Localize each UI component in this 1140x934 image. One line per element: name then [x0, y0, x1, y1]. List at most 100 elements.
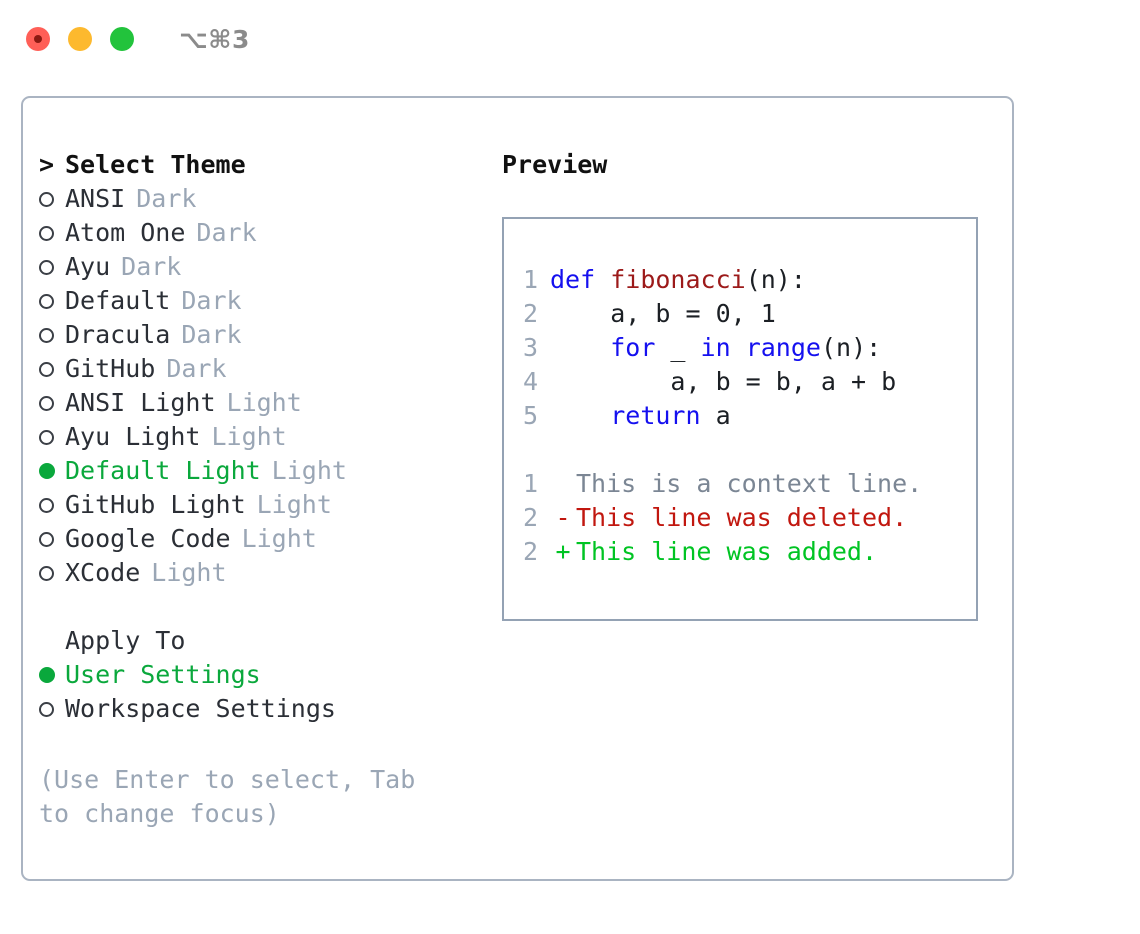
radio-unselected-icon[interactable] — [39, 531, 65, 547]
radio-mark — [39, 361, 54, 377]
theme-variant-tag: Dark — [196, 218, 257, 247]
diff-sign: - — [555, 503, 571, 532]
code-token: return — [610, 401, 701, 430]
code-token: a, b = 0, 1 — [550, 299, 776, 328]
theme-name: Atom One — [65, 218, 186, 247]
radio-unselected-icon[interactable] — [39, 701, 65, 717]
apply-to-heading-label: Apply To — [65, 626, 186, 655]
radio-selected-icon[interactable] — [39, 667, 65, 683]
diff-sample: 1 This is a context line.2-This line was… — [504, 467, 976, 569]
theme-name: ANSI — [65, 184, 126, 213]
theme-list-item[interactable]: Default Light Light — [39, 454, 479, 488]
radio-unselected-icon[interactable] — [39, 259, 65, 275]
radio-selected-icon[interactable] — [39, 463, 65, 479]
theme-name: Dracula — [65, 320, 171, 349]
theme-variant-tag: Light — [271, 456, 347, 485]
radio-mark — [39, 259, 54, 275]
theme-name: GitHub — [65, 354, 156, 383]
radio-unselected-icon[interactable] — [39, 429, 65, 445]
code-token: _ — [655, 333, 701, 362]
radio-mark — [39, 531, 54, 547]
radio-unselected-icon[interactable] — [39, 191, 65, 207]
radio-unselected-icon[interactable] — [39, 225, 65, 241]
theme-variant-tag: Dark — [121, 252, 182, 281]
line-number: 2 — [522, 299, 538, 328]
radio-unselected-icon[interactable] — [39, 395, 65, 411]
radio-mark — [39, 429, 54, 445]
theme-name: XCode — [65, 558, 141, 587]
apply-to-item[interactable]: Workspace Settings — [39, 692, 479, 726]
caret-icon: > — [39, 150, 55, 179]
diff-line: 2+This line was added. — [504, 535, 976, 569]
radio-unselected-icon[interactable] — [39, 497, 65, 513]
code-token: (n): — [745, 265, 806, 294]
theme-list-item[interactable]: Google Code Light — [39, 522, 479, 556]
code-token: fibonacci — [610, 265, 746, 294]
radio-mark — [39, 327, 54, 343]
code-token: for — [610, 333, 656, 362]
theme-variant-tag: Dark — [181, 320, 242, 349]
apply-to-label: User Settings — [65, 660, 261, 689]
radio-unselected-icon[interactable] — [39, 293, 65, 309]
diff-line: 1 This is a context line. — [504, 467, 976, 501]
radio-mark — [39, 225, 54, 241]
line-number: 2 — [522, 503, 538, 532]
radio-mark — [39, 463, 55, 479]
code-token: a — [700, 401, 731, 430]
code-token: (n): — [820, 333, 882, 362]
code-line: 4 a, b = b, a + b — [504, 365, 976, 399]
theme-list-item[interactable]: Dracula Dark — [39, 318, 479, 352]
radio-unselected-icon[interactable] — [39, 327, 65, 343]
traffic-lights — [26, 27, 134, 51]
apply-to-item[interactable]: User Settings — [39, 658, 479, 692]
radio-mark — [39, 395, 54, 411]
radio-mark — [39, 191, 54, 207]
code-text: for _ in range(n): — [550, 331, 881, 365]
line-number: 1 — [522, 469, 538, 498]
theme-variant-tag: Light — [256, 490, 332, 519]
code-line: 3 for _ in range(n): — [504, 331, 976, 365]
theme-list-item[interactable]: Ayu Dark — [39, 250, 479, 284]
close-icon — [34, 35, 42, 43]
code-text: return a — [550, 399, 731, 433]
radio-unselected-icon[interactable] — [39, 565, 65, 581]
theme-name: ANSI Light — [65, 388, 216, 417]
theme-variant-tag: Light — [211, 422, 287, 451]
code-token: in — [700, 333, 731, 362]
list-gap — [39, 590, 479, 624]
close-window-button[interactable] — [26, 27, 50, 51]
select-theme-heading: > Select Theme — [39, 148, 479, 182]
theme-variant-tag: Dark — [181, 286, 242, 315]
theme-list-item[interactable]: Atom One Dark — [39, 216, 479, 250]
theme-list-item[interactable]: XCode Light — [39, 556, 479, 590]
radio-mark — [39, 565, 54, 581]
preview-title: Preview — [502, 150, 608, 179]
minimize-window-button[interactable] — [68, 27, 92, 51]
code-line: 5 return a — [504, 399, 976, 433]
theme-name: Google Code — [65, 524, 231, 553]
diff-line: 2-This line was deleted. — [504, 501, 976, 535]
radio-mark — [39, 293, 54, 309]
diff-sign: + — [555, 537, 571, 566]
keyboard-hint: (Use Enter to select, Tab to change focu… — [39, 765, 416, 828]
theme-variant-tag: Light — [241, 524, 317, 553]
zoom-window-button[interactable] — [110, 27, 134, 51]
theme-name: Default Light — [65, 456, 261, 485]
diff-text: This line was added. — [576, 537, 878, 566]
radio-mark — [39, 497, 54, 513]
theme-name: Ayu — [65, 252, 111, 281]
line-number: 3 — [522, 333, 538, 362]
theme-variant-tag: Light — [151, 558, 227, 587]
radio-unselected-icon[interactable] — [39, 361, 65, 377]
